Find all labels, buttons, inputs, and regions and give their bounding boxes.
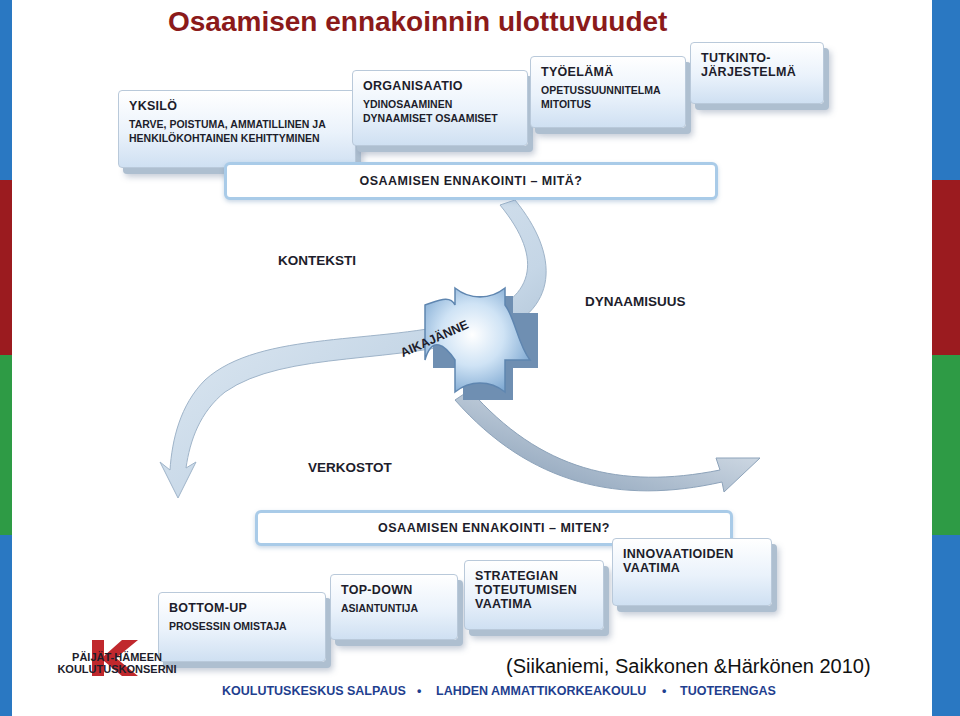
text-stack: OSAAMISEN ENNAKOINTI – MITEN? bbox=[378, 521, 610, 535]
side-stripe bbox=[932, 355, 960, 535]
text-stack: ORGANISAATIO YDINOSAAMINEN DYNAAMISET OSA… bbox=[363, 79, 517, 125]
timespan-block bbox=[425, 288, 538, 400]
logo-text: PÄIJÄT-HÄMEEN KOULUTUSKONSERNI bbox=[52, 652, 182, 675]
question-band: OSAAMISEN ENNAKOINTI – MITÄ? bbox=[224, 162, 718, 200]
side-stripe bbox=[0, 0, 12, 180]
footer-text: LAHDEN AMMATTIKORKEAKOULU bbox=[436, 684, 646, 698]
text-stack: BOTTOM-UP PROSESSIN OMISTAJA bbox=[169, 601, 315, 633]
text-stack: TUTKINTO- JÄRJESTELMÄ bbox=[701, 51, 813, 79]
box-heading: TYÖELÄMÄ bbox=[541, 65, 675, 79]
text-stack: STRATEGIAN TOTEUTUMISEN VAATIMA bbox=[475, 569, 593, 611]
text-stack: YKSILÖ TARVE, POISTUMA, AMMATILLINEN JA H… bbox=[129, 99, 345, 145]
dimension-box: TUTKINTO- JÄRJESTELMÄ bbox=[690, 42, 824, 104]
dimension-box: STRATEGIAN TOTEUTUMISEN VAATIMA bbox=[464, 560, 604, 630]
dimension-box: INNOVAATIOIDEN VAATIMA bbox=[612, 538, 772, 606]
box-heading: INNOVAATIOIDEN VAATIMA bbox=[623, 547, 761, 575]
side-stripe bbox=[932, 0, 960, 180]
footer-text: TUOTERENGAS bbox=[680, 684, 776, 698]
box-heading: BOTTOM-UP bbox=[169, 601, 315, 615]
dimension-box: TOP-DOWN ASIANTUNTIJA bbox=[330, 574, 458, 640]
box-heading: YKSILÖ bbox=[129, 99, 345, 113]
text-stack: INNOVAATIOIDEN VAATIMA bbox=[623, 547, 761, 575]
side-stripe bbox=[0, 355, 12, 535]
box-body: PROSESSIN OMISTAJA bbox=[169, 619, 315, 633]
dimension-box: TYÖELÄMÄ OPETUSSUUNNITELMA MITOITUS bbox=[530, 56, 686, 128]
box-body: ASIANTUNTIJA bbox=[341, 601, 447, 615]
caption: (Siikaniemi, Saikkonen &Härkönen 2010) bbox=[506, 655, 871, 678]
side-stripe bbox=[0, 535, 12, 716]
context-swoosh bbox=[160, 200, 546, 498]
box-body: TARVE, POISTUMA, AMMATILLINEN JA HENKILÖ… bbox=[129, 117, 345, 145]
band-text: OSAAMISEN ENNAKOINTI – MITEN? bbox=[378, 521, 610, 535]
dimension-label: DYNAAMISUUS bbox=[585, 294, 686, 309]
slide-title: Osaamisen ennakoinnin ulottuvuudet bbox=[168, 6, 667, 38]
side-stripe bbox=[932, 535, 960, 716]
box-heading: TUTKINTO- JÄRJESTELMÄ bbox=[701, 51, 813, 79]
band-text: OSAAMISEN ENNAKOINTI – MITÄ? bbox=[359, 174, 582, 188]
text-stack: OSAAMISEN ENNAKOINTI – MITÄ? bbox=[359, 174, 582, 188]
footer-text: • bbox=[662, 684, 666, 698]
dimension-label: VERKOSTOT bbox=[308, 460, 392, 475]
box-body: OPETUSSUUNNITELMA MITOITUS bbox=[541, 83, 675, 111]
dimension-label: KONTEKSTI bbox=[278, 253, 356, 268]
side-stripe bbox=[932, 180, 960, 355]
dimension-box: ORGANISAATIO YDINOSAAMINEN DYNAAMISET OSA… bbox=[352, 70, 528, 146]
text-stack: TYÖELÄMÄ OPETUSSUUNNITELMA MITOITUS bbox=[541, 65, 675, 111]
box-heading: STRATEGIAN TOTEUTUMISEN VAATIMA bbox=[475, 569, 593, 611]
footer-text: KOULUTUSKESKUS SALPAUS bbox=[222, 684, 406, 698]
dimension-box: YKSILÖ TARVE, POISTUMA, AMMATILLINEN JA H… bbox=[118, 90, 356, 168]
box-heading: ORGANISAATIO bbox=[363, 79, 517, 93]
box-heading: TOP-DOWN bbox=[341, 583, 447, 597]
footer-text: • bbox=[417, 684, 421, 698]
side-stripe bbox=[0, 180, 12, 355]
dynamics-swoosh bbox=[455, 390, 760, 492]
text-stack: TOP-DOWN ASIANTUNTIJA bbox=[341, 583, 447, 615]
box-body: YDINOSAAMINEN DYNAAMISET OSAAMISET bbox=[363, 97, 517, 125]
dimension-box: BOTTOM-UP PROSESSIN OMISTAJA bbox=[158, 592, 326, 662]
